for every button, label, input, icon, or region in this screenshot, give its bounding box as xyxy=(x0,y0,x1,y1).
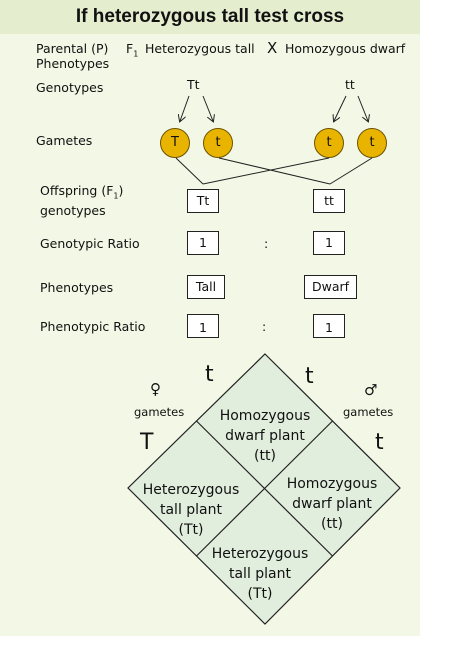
left-allele: T xyxy=(140,430,154,455)
genotypic-ratio-label: Genotypic Ratio xyxy=(40,236,140,251)
arrow-tt-left-1 xyxy=(180,95,190,121)
arrow-tt-left-2 xyxy=(202,95,213,121)
gamete-t-2: t xyxy=(314,128,344,158)
cross-symbol: X xyxy=(267,39,278,57)
homozygous-dwarf-label: Homozygous dwarf xyxy=(285,41,406,56)
genotypic-ratio-separator: : xyxy=(264,236,269,251)
line-t-to-cross xyxy=(202,157,330,185)
arrow-tt-right-2 xyxy=(357,95,368,121)
right-allele: t xyxy=(375,430,384,455)
gamete-T: T xyxy=(160,128,190,158)
line-t-right xyxy=(329,157,373,185)
male-symbol-icon: ♂ xyxy=(364,381,378,399)
line-t-left xyxy=(218,157,331,185)
genotypic-ratio-right: 1 xyxy=(313,231,345,255)
diamond-divider-2 xyxy=(196,420,333,557)
gametes-label: Gametes xyxy=(36,133,93,148)
female-symbol-icon: ♀ xyxy=(150,380,161,398)
offspring-genotype-left: Tt xyxy=(187,189,219,213)
phenotypes-heading: Phenotypes xyxy=(36,56,110,71)
phenotypic-ratio-separator: : xyxy=(262,319,267,334)
male-gametes-label: gametes xyxy=(343,405,394,419)
phenotypic-ratio-left: 1 xyxy=(187,314,219,338)
gamete-t-3: t xyxy=(357,128,387,158)
offspring-label-line2: genotypes xyxy=(40,203,106,218)
phenotype-tall: Tall xyxy=(187,275,225,299)
phenotypic-ratio-right: 1 xyxy=(313,314,345,338)
genotypes-label: Genotypes xyxy=(36,80,104,95)
phenotypic-ratio-label: Phenotypic Ratio xyxy=(40,319,146,334)
arrow-tt-right-1 xyxy=(334,95,347,121)
phenotypes-label: Phenotypes xyxy=(40,280,114,295)
offspring-label: Offspring (F1) xyxy=(40,183,124,201)
parent-genotype-left: Tt xyxy=(187,77,200,92)
female-gametes-label: gametes xyxy=(134,405,185,419)
heterozygous-tall-label: Heterozygous tall xyxy=(145,41,255,56)
top-left-allele: t xyxy=(205,362,214,387)
phenotype-dwarf: Dwarf xyxy=(304,275,357,299)
line-T-to-tt xyxy=(175,157,204,185)
offspring-genotype-right: tt xyxy=(313,189,345,213)
page-title: If heterozygous tall test cross xyxy=(0,0,420,34)
gamete-t-1: t xyxy=(203,128,233,158)
top-right-allele: t xyxy=(305,364,314,389)
genotypic-ratio-left: 1 xyxy=(187,231,219,255)
f1-label: F1 xyxy=(126,41,139,59)
parent-genotype-right: tt xyxy=(345,77,355,92)
parental-label: Parental (P) xyxy=(36,41,109,56)
